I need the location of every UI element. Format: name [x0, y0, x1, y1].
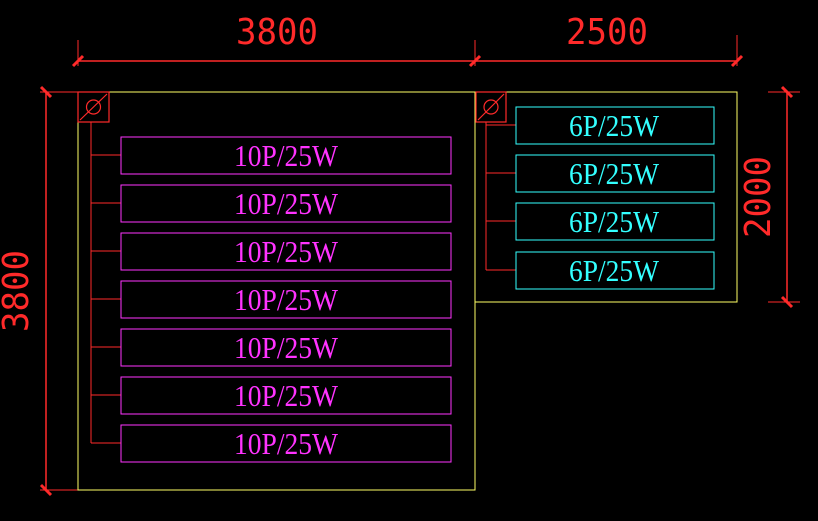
right-circuit: 6P/25W	[486, 154, 715, 193]
right-room-outline	[474, 91, 738, 303]
right-circuit-label: 6P/25W	[569, 204, 660, 239]
left-circuit-label: 10P/25W	[234, 282, 339, 317]
dimension-top-right-label: 2500	[566, 12, 648, 53]
left-circuit-label: 10P/25W	[234, 186, 339, 221]
right-circuit: 6P/25W	[486, 202, 715, 241]
left-circuit: 10P/25W	[91, 136, 452, 175]
dimension-left-label: 3800	[0, 250, 37, 332]
left-circuit: 10P/25W	[91, 184, 452, 223]
left-circuit-label: 10P/25W	[234, 378, 339, 413]
left-circuit-label: 10P/25W	[234, 234, 339, 269]
left-circuit: 10P/25W	[91, 328, 452, 367]
left-circuit: 10P/25W	[91, 376, 452, 415]
right-panel-box	[475, 91, 507, 123]
dimension-left: 3800	[0, 85, 78, 497]
right-circuit: 6P/25W	[486, 106, 715, 145]
left-circuit-label: 10P/25W	[234, 330, 339, 365]
left-circuit: 10P/25W	[91, 424, 452, 463]
left-panel-box	[77, 91, 110, 123]
dimension-top-right: 2500	[475, 12, 744, 68]
left-circuit-label: 10P/25W	[234, 138, 339, 173]
dimension-right-label: 2000	[738, 156, 779, 238]
right-circuit-label: 6P/25W	[569, 108, 660, 143]
right-circuit-label: 6P/25W	[569, 156, 660, 191]
dimension-top-left-label: 3800	[236, 12, 318, 53]
right-circuit-label: 6P/25W	[569, 253, 660, 288]
left-circuit-label: 10P/25W	[234, 426, 339, 461]
left-circuit: 10P/25W	[91, 280, 452, 319]
right-circuit-list: 6P/25W 6P/25W 6P/25W 6P/25W	[486, 106, 715, 290]
left-circuit-list: 10P/25W 10P/25W 10P/25W 10P/25W 10P/25W …	[91, 136, 452, 463]
left-circuit: 10P/25W	[91, 232, 452, 271]
right-circuit: 6P/25W	[486, 251, 715, 290]
dimension-right: 2000	[738, 85, 800, 309]
dimension-top-left: 3800	[71, 12, 482, 68]
